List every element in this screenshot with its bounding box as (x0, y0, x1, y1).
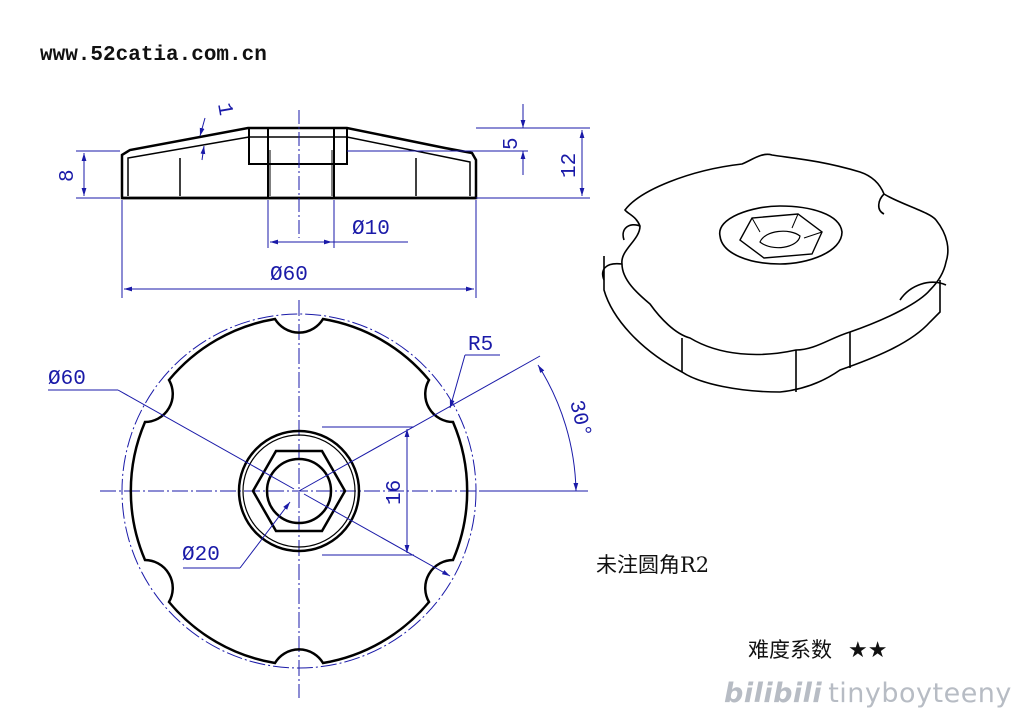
plan-view: Ø60 R5 30° 16 Ø20 (48, 300, 595, 698)
dim-hex-flats-text: 16 (384, 480, 407, 505)
iso-side-face (603, 256, 941, 393)
difficulty-stars: ★★ (848, 638, 888, 663)
difficulty-rating: 难度系数 ★★ (748, 634, 887, 664)
watermark-user: tinyboyteeny (828, 678, 1012, 709)
iso-hub-ellipse (719, 205, 843, 265)
dim-section-diameter-text: Ø60 (270, 264, 308, 287)
hub-inner-circle (242, 434, 356, 548)
section-inner-wall (127, 136, 471, 196)
difficulty-label: 难度系数 (748, 638, 832, 662)
fillet-note: 未注圆角R2 (596, 553, 710, 577)
dim-hub-depth-text: 5 (501, 137, 524, 150)
dim-notch-radius-text: R5 (468, 334, 493, 357)
hub-circle (237, 429, 361, 553)
website-label: www.52catia.com.cn (40, 44, 267, 67)
bore-circle (265, 457, 333, 525)
hex-socket (251, 449, 347, 533)
dim-total-height-text: 12 (559, 153, 582, 178)
dim-wall-text: 1 (211, 101, 236, 117)
section-view (120, 110, 478, 238)
plan-centerlines (100, 300, 500, 698)
bilibili-logo: bilibili (724, 678, 823, 709)
dim-outer-diameter-text: Ø60 (48, 368, 86, 391)
knob-outline (129, 317, 469, 665)
dim-bore-text: Ø10 (352, 218, 390, 241)
section-outline (120, 126, 478, 200)
dim-hub-diameter-text: Ø20 (182, 544, 220, 567)
isometric-view (601, 153, 949, 393)
dim-rim-height-text: 8 (57, 169, 80, 182)
section-dimensions (76, 104, 590, 298)
iso-top-face (621, 153, 949, 356)
